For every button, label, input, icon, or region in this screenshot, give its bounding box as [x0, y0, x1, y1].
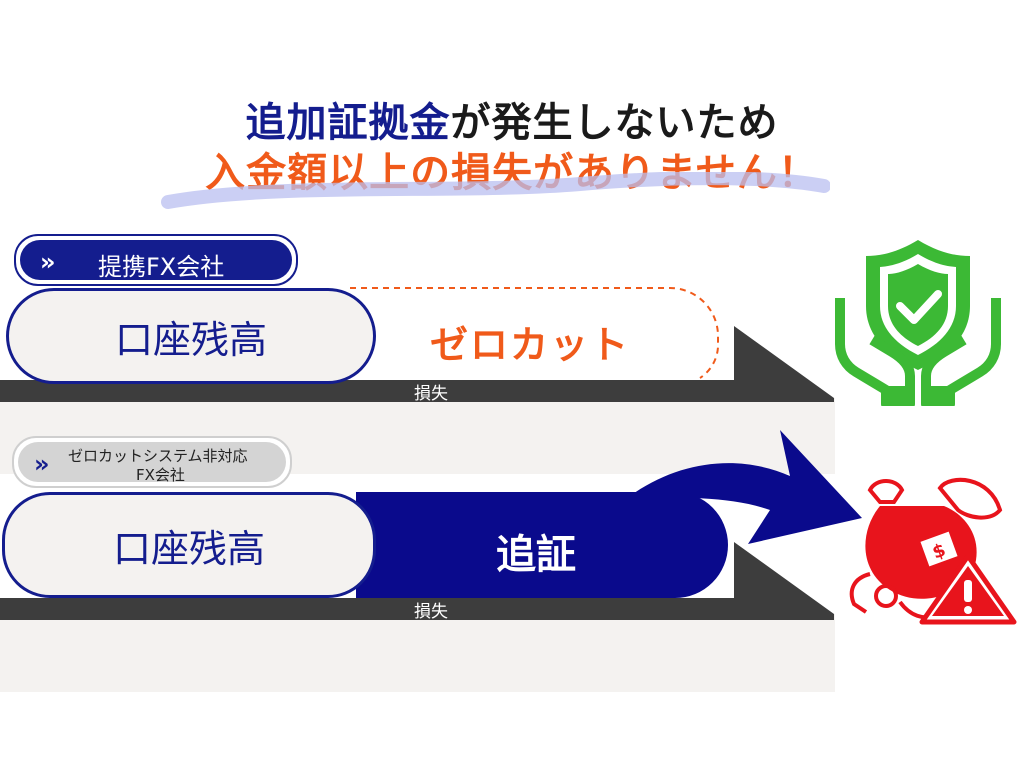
row1-balance-pill: 口座残高 [6, 288, 376, 384]
headline-line1: 追加証拠金が発生しないため [0, 90, 1024, 148]
non-zerocut-label-line2: FX会社 [136, 466, 185, 484]
headline-highlight: 追加証拠金 [245, 100, 451, 146]
row2-balance-pill: 口座残高 [2, 492, 376, 598]
margin-call-label: 追証 [496, 532, 576, 578]
partner-fx-label: 提携FX会社 [98, 253, 225, 281]
partner-fx-tag: » 提携FX会社 [14, 234, 298, 286]
double-chevron-icon: » [34, 450, 50, 478]
non-zerocut-fx-tag-inner: » ゼロカットシステム非対応 FX会社 [18, 442, 286, 484]
double-chevron-icon: » [40, 248, 56, 276]
non-zerocut-fx-tag: » ゼロカットシステム非対応 FX会社 [12, 436, 292, 488]
non-zerocut-label-line1: ゼロカットシステム非対応 [68, 447, 248, 465]
margin-call-bar [356, 492, 728, 598]
curved-arrow-icon [630, 430, 862, 544]
shield-hands-check-icon [835, 240, 1001, 406]
partner-fx-tag-inner: » 提携FX会社 [20, 240, 292, 281]
zerocut-label: ゼロカット [430, 323, 631, 367]
money-bag-falling-warning-icon: $ [849, 477, 1017, 625]
row1-loss-label: 損失 [414, 384, 448, 404]
row2-loss-label: 損失 [414, 602, 448, 622]
zerocut-outline [350, 287, 720, 379]
headline-underline [161, 172, 830, 209]
row2-loss-arrow [0, 542, 834, 620]
row2-background [0, 614, 835, 692]
headline-rest: が発生しないため [450, 100, 779, 146]
